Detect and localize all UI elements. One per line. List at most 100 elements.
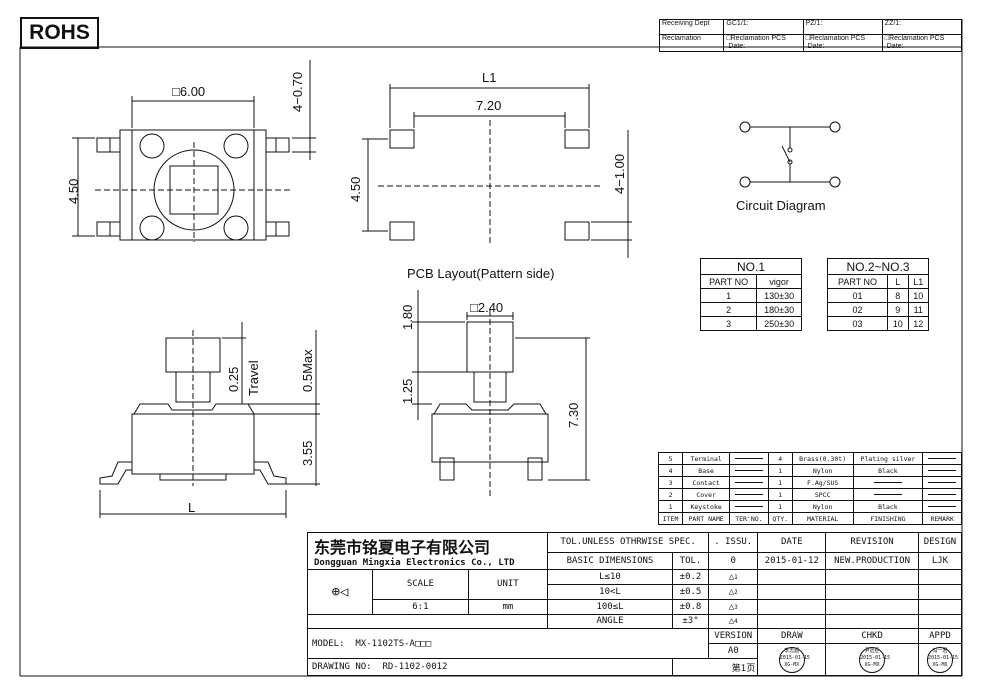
drawing-no-label: DRAWING NO:	[312, 662, 372, 672]
tol-row-value: ±0.5	[671, 583, 710, 600]
no1-header: PART NO	[699, 274, 758, 289]
dim-4-50-top: 4.50	[66, 178, 81, 204]
no23-cell: 02	[826, 302, 889, 317]
bom-cell: 4	[767, 452, 793, 465]
tol-row-label: ANGLE	[547, 613, 673, 630]
revision-value: NEW.PRODUCTION	[825, 551, 919, 571]
title-block: 东莞市铭夏电子有限公司 Dongguan Mingxia Electronics…	[306, 531, 963, 676]
no23-cell: 8	[887, 288, 909, 303]
bom-cell: 1	[767, 464, 793, 477]
bom-header: MATERIAL	[791, 512, 854, 525]
no23-header: PART NO	[826, 274, 889, 289]
receiving-table: Receiving Dept GC1/1: PZ/1: ZZ/1: Reclam…	[658, 19, 963, 52]
tol-row-label: 100≤L	[547, 598, 673, 615]
bom-table: 5 Terminal 4 Brass(0.30t) Plating silver…	[657, 452, 962, 525]
bom-row: 1 Keystoke 1 Nylon Black	[657, 500, 962, 513]
appd-label: APPD	[917, 628, 963, 645]
rev-triangle-icon: △4	[708, 613, 759, 630]
model-label: MODEL:	[312, 638, 345, 649]
bom-cell	[729, 488, 769, 501]
rev-triangle-icon: △2	[708, 583, 759, 600]
dim-2-40: □2.40	[470, 300, 504, 315]
tol-row-label: 10<L	[547, 583, 673, 600]
tol-row-value: ±3°	[671, 613, 710, 630]
model-cell: MODEL: MX-1102TS-A□□□	[306, 628, 710, 660]
dim-6-00: □6.00	[172, 84, 206, 99]
company-name-en: Dongguan Mingxia Electronics Co., LTD	[314, 558, 515, 569]
tol-row-value: ±0.8	[671, 598, 710, 615]
pcb-layout	[362, 84, 632, 258]
bom-header: ITEM	[657, 512, 684, 525]
bom-cell	[922, 488, 962, 501]
bom-cell: Terminal	[682, 452, 731, 465]
no1-cell: 180±30	[756, 302, 802, 317]
rev-triangle-icon: △1	[708, 569, 759, 585]
bom-cell: Plating silver	[852, 452, 924, 465]
tol-row-label: L≤10	[547, 569, 673, 585]
issu-header: . ISSU.	[708, 532, 759, 553]
bom-header-row: ITEM PART NAME TER'NO. QTY. MATERIAL FIN…	[657, 512, 962, 525]
no1-title: NO.1	[700, 258, 802, 275]
bom-header: PART NAME	[682, 512, 731, 525]
dim-l1: L1	[482, 70, 497, 85]
bom-row: 4 Base 1 Nylon Black	[657, 464, 962, 477]
bom-cell: Contact	[682, 476, 731, 489]
unit-value: mm	[467, 598, 549, 615]
bom-cell	[922, 464, 962, 477]
bom-cell: Black	[852, 500, 924, 513]
no23-title: NO.2~NO.3	[827, 258, 929, 275]
no23-cell: 03	[826, 316, 889, 331]
drawing-no-value: RD-1102-0012	[382, 662, 448, 672]
no23-header: L	[887, 274, 909, 289]
no1-cell: 250±30	[756, 316, 802, 331]
recl-pz-cell: □Reclamation PCS Date:	[802, 34, 883, 52]
bom-cell: Nylon	[791, 464, 854, 477]
bom-header: FINISHING	[852, 512, 924, 525]
no1-cell: 1	[699, 288, 758, 303]
page-number: 第1页	[671, 658, 759, 676]
bom-cell: Nylon	[791, 500, 854, 513]
bom-header: QTY.	[767, 512, 793, 525]
bom-header: REMARK	[922, 512, 962, 525]
no1-header: vigor	[756, 274, 802, 289]
dim-7-20: 7.20	[476, 98, 502, 113]
model-value: MX-1102TS-A□□□	[355, 638, 432, 649]
dim-4-50-pcb: 4.50	[348, 176, 363, 202]
projection-symbol-icon: ⊕◁	[306, 569, 374, 615]
bom-cell	[922, 500, 962, 513]
bom-cell	[729, 452, 769, 465]
bom-cell	[922, 476, 962, 489]
design-value: LJK	[917, 551, 963, 571]
travel-label: Travel	[246, 360, 261, 396]
no23-cell: 9	[887, 302, 909, 317]
bom-cell: Brass(0.30t)	[791, 452, 854, 465]
bom-cell: 1	[767, 488, 793, 501]
bom-cell: 2	[657, 488, 684, 501]
date-value: 2015-01-12	[757, 551, 827, 571]
chkd-label: CHKD	[825, 628, 919, 645]
bom-cell: Keystoke	[682, 500, 731, 513]
no1-cell: 3	[699, 316, 758, 331]
scale-label: SCALE	[372, 569, 469, 600]
bom-row: 2 Cover 1 SPCC	[657, 488, 962, 501]
drawing-no-cell: DRAWING NO: RD-1102-0012	[307, 658, 673, 676]
bom-cell	[729, 464, 769, 477]
version-value: A0	[708, 643, 759, 660]
no1-cell: 130±30	[756, 288, 802, 303]
rohs-badge: ROHS	[20, 17, 99, 49]
bom-cell: 1	[657, 500, 684, 513]
zz-cell: ZZ/1:	[881, 19, 963, 35]
design-header: DESIGN	[917, 532, 963, 553]
bom-cell: Cover	[682, 488, 731, 501]
bom-cell: 3	[657, 476, 684, 489]
bom-cell: Black	[852, 464, 924, 477]
rev-triangle-icon: △3	[708, 598, 759, 615]
bom-cell	[922, 452, 962, 465]
reclamation-cell: Reclamation	[658, 34, 725, 52]
